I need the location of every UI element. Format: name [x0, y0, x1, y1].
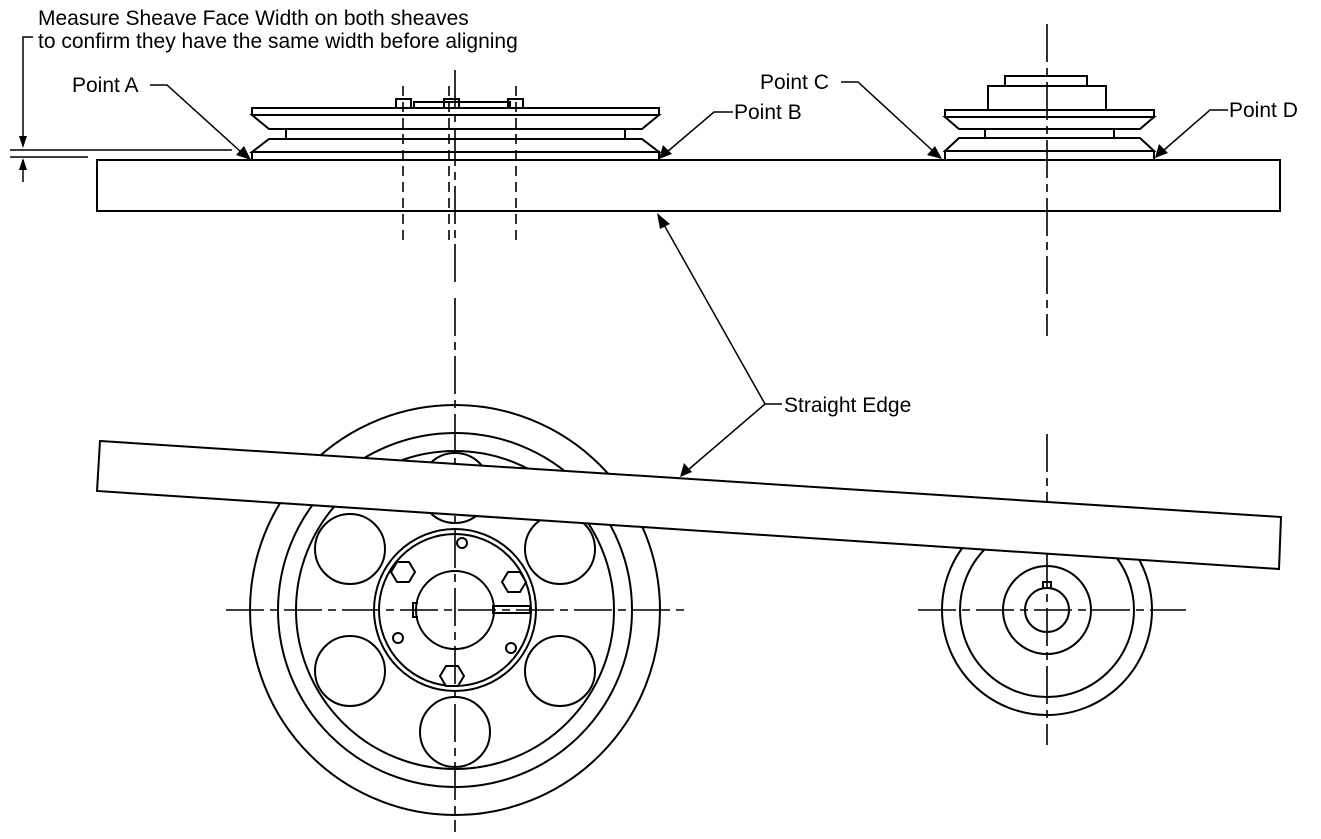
set-screw-hole-left	[392, 632, 404, 644]
straight-edge-leader-up	[662, 222, 782, 405]
point-d-label: Point D	[1229, 99, 1298, 122]
point-a-callout: Point A	[72, 74, 251, 160]
note-line-1: Measure Sheave Face Width on both sheave…	[38, 7, 469, 30]
point-c-label: Point C	[760, 71, 829, 94]
set-screw-hole-top	[456, 537, 468, 549]
point-a-label: Point A	[72, 74, 139, 97]
note-line-2: to confirm they have the same width befo…	[38, 30, 518, 53]
small-sheave-top-flange	[944, 109, 1155, 118]
point-c-arrowhead	[927, 146, 942, 159]
small-sheave-groove	[984, 128, 1115, 139]
straight-edge-arrowhead-up	[657, 213, 670, 229]
small-sheave-lower-taper	[942, 137, 1157, 152]
bushing-flange	[413, 101, 511, 109]
note-leader	[22, 36, 33, 146]
small-sheave-upper-taper	[942, 116, 1157, 130]
point-d-callout: Point D	[1155, 99, 1298, 158]
point-c-leader	[841, 81, 934, 152]
point-c-callout: Point C	[760, 71, 942, 159]
lightening-hole-upper-left	[314, 513, 386, 585]
small-sheave-profile	[942, 75, 1157, 161]
point-d-arrowhead	[1155, 144, 1168, 158]
point-b-label: Point B	[734, 101, 802, 124]
straight-edge-callout: Straight Edge	[657, 213, 911, 477]
point-a-arrowhead	[236, 146, 251, 160]
small-sheave-face	[944, 150, 1155, 161]
large-sheave-upper-taper	[249, 114, 662, 130]
point-b-callout: Point B	[659, 101, 802, 159]
bushing-bolt-hex-bottom	[438, 665, 466, 687]
straight-edge-front-view	[95, 439, 1283, 571]
straight-edge-arrowhead-down	[680, 463, 692, 477]
point-a-leader	[150, 84, 242, 153]
lightening-hole-lower-left	[314, 635, 386, 707]
point-b-arrowhead	[659, 145, 672, 159]
straight-edge-label: Straight Edge	[784, 394, 911, 417]
lightening-hole-upper-right	[524, 513, 596, 585]
straight-edge-top-view	[96, 159, 1281, 212]
set-screw-hole-right	[505, 642, 517, 654]
point-b-leader	[666, 111, 733, 153]
dimension-arrow-down	[19, 136, 27, 148]
small-sheave-hub-top	[1004, 75, 1088, 87]
dimension-arrow-up	[19, 158, 27, 170]
bushing-bolt-hex-right	[500, 571, 528, 593]
bushing-bolt-hex-left	[389, 561, 417, 583]
large-sheave-top-flange	[251, 107, 660, 116]
face-width-dimension: Measure Sheave Face Width on both sheave…	[10, 7, 518, 182]
point-d-leader	[1163, 109, 1228, 151]
straight-edge-leader-down	[687, 403, 766, 471]
lightening-hole-lower-right	[524, 635, 596, 707]
bushing-bolt-head-center	[443, 98, 460, 109]
